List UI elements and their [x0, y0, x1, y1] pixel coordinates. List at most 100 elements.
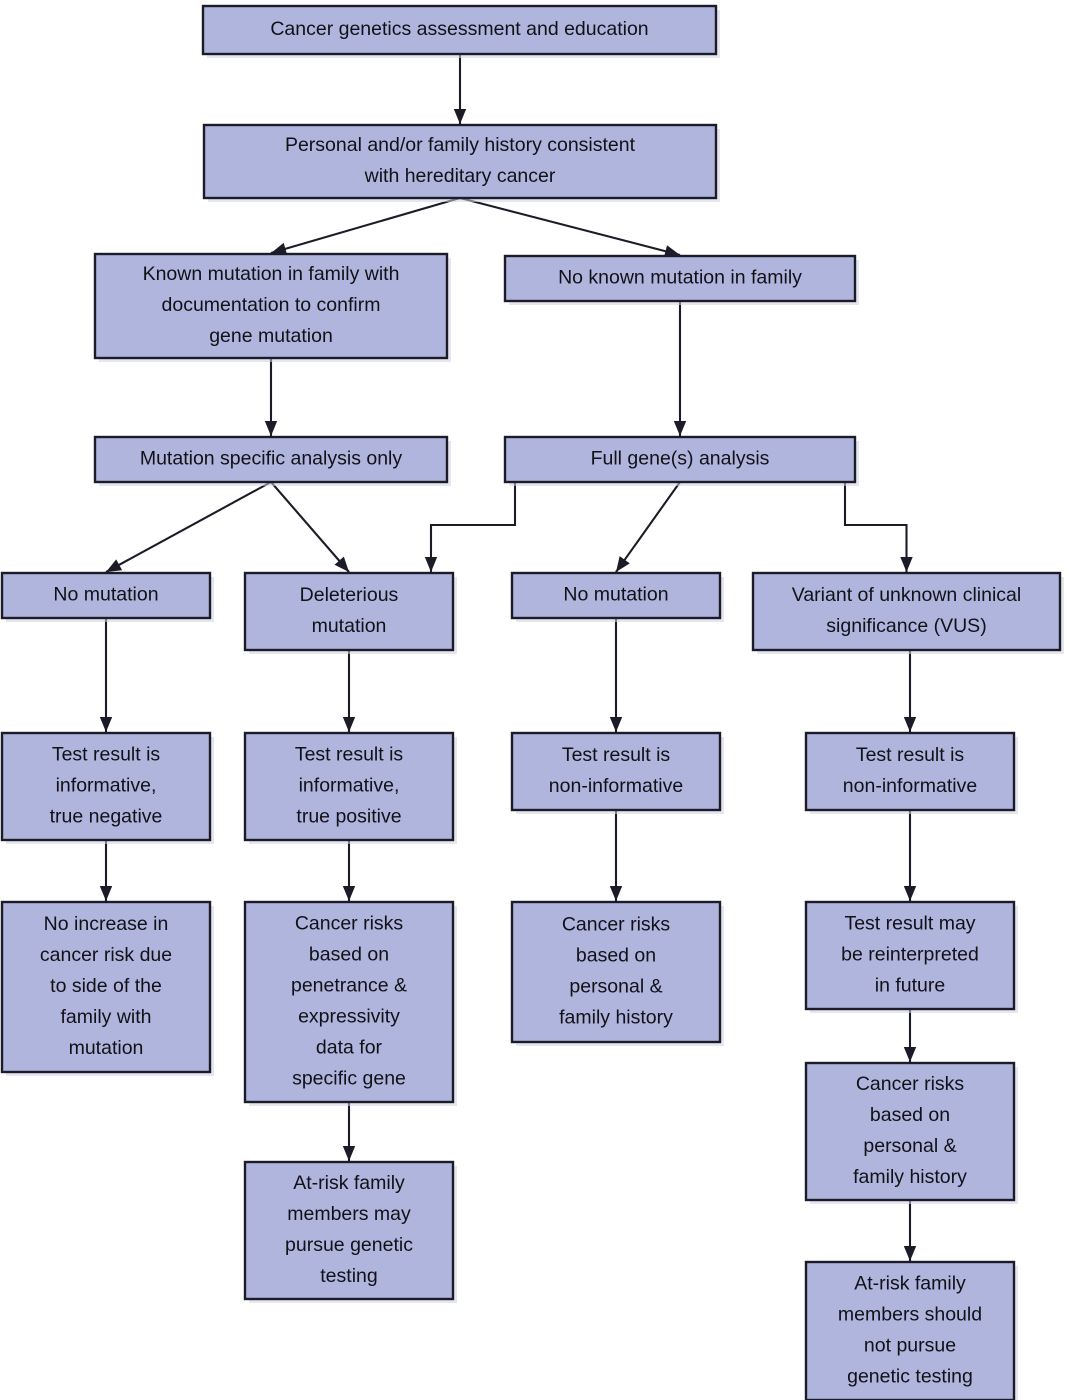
node-label-line: No mutation	[53, 584, 158, 606]
node-box[interactable]	[243, 900, 455, 1104]
node-box[interactable]	[751, 571, 1062, 652]
node-label-line: Cancer risks	[295, 913, 404, 935]
node-label-line: be reinterpreted	[841, 944, 979, 966]
node-box[interactable]	[0, 571, 212, 620]
node-label-line: Test result is	[295, 744, 404, 766]
connector-line	[105, 481, 272, 573]
flow-node-n7[interactable]: No mutation	[0, 571, 214, 622]
node-box[interactable]	[804, 731, 1016, 812]
node-box[interactable]	[243, 571, 455, 652]
node-label-line: based on	[309, 944, 389, 966]
node-box[interactable]	[0, 731, 212, 842]
flow-node-n2[interactable]: Personal and/or family history consisten…	[202, 123, 720, 202]
arrowhead	[342, 717, 356, 732]
arrowhead	[342, 886, 356, 901]
node-label: Mutation specific analysis only	[140, 448, 403, 470]
node-label-line: mutation	[312, 615, 387, 637]
node-label-line: Mutation specific analysis only	[140, 448, 403, 470]
connector-line	[270, 196, 461, 255]
node-box[interactable]	[510, 571, 722, 620]
arrowhead	[903, 717, 917, 732]
edge-n6-to-n8	[424, 482, 517, 572]
node-label-line: penetrance &	[291, 975, 407, 997]
node-box[interactable]	[804, 900, 1016, 1011]
node-label-line: Cancer risks	[562, 914, 671, 936]
edge-n6-to-n9	[615, 481, 681, 573]
node-label-line: No increase in	[44, 913, 169, 935]
node-label-line: No known mutation in family	[558, 267, 802, 289]
node-box[interactable]	[510, 731, 722, 812]
node-label-line: informative,	[56, 775, 157, 797]
node-label: No known mutation in family	[558, 267, 802, 289]
arrowhead	[903, 1047, 917, 1062]
node-label: Cancer genetics assessment and education	[270, 18, 648, 40]
flow-node-n9[interactable]: No mutation	[510, 571, 724, 622]
arrowhead	[609, 886, 623, 901]
node-label-line: No mutation	[563, 584, 668, 606]
node-box[interactable]	[0, 900, 212, 1074]
flow-node-n1[interactable]: Cancer genetics assessment and education	[201, 4, 720, 58]
node-box[interactable]	[243, 731, 455, 842]
node-label: No mutation	[53, 584, 158, 606]
node-label-line: mutation	[69, 1037, 144, 1059]
node-label-line: Cancer risks	[856, 1073, 965, 1095]
node-label-line: in future	[875, 975, 945, 997]
node-box[interactable]	[804, 1061, 1016, 1202]
node-box[interactable]	[503, 254, 857, 303]
edge-n5-to-n8	[270, 481, 350, 573]
node-label-line: true negative	[50, 806, 163, 828]
node-box[interactable]	[93, 252, 449, 360]
node-label-line: Personal and/or family history consisten…	[285, 134, 636, 156]
node-box[interactable]	[202, 123, 718, 200]
edge-n6-to-n10	[843, 482, 913, 572]
node-box[interactable]	[804, 1260, 1016, 1400]
connector-line	[270, 481, 350, 573]
node-label-line: family history	[853, 1166, 967, 1188]
node-box[interactable]	[243, 1160, 455, 1301]
edge-n9-to-n13	[609, 618, 623, 732]
node-label-line: genetic testing	[847, 1366, 973, 1388]
arrowhead	[342, 1146, 356, 1161]
arrowhead	[453, 109, 467, 124]
arrowhead	[271, 242, 288, 255]
node-box[interactable]	[93, 435, 449, 484]
node-label-line: based on	[576, 945, 656, 967]
flow-node-n4[interactable]: No known mutation in family	[503, 254, 859, 305]
arrowhead	[264, 421, 278, 436]
node-label-line: Cancer genetics assessment and education	[270, 18, 648, 40]
arrowhead	[609, 717, 623, 732]
node-label-line: informative,	[299, 775, 400, 797]
flow-node-n6[interactable]: Full gene(s) analysis	[503, 435, 859, 486]
node-label-line: with hereditary cancer	[364, 165, 556, 187]
node-box[interactable]	[503, 435, 857, 484]
node-box[interactable]	[201, 4, 718, 56]
edge-n10-to-n14	[903, 650, 917, 732]
node-label-line: not pursue	[864, 1335, 956, 1357]
node-box[interactable]	[510, 900, 722, 1044]
flow-node-n5[interactable]: Mutation specific analysis only	[93, 435, 451, 486]
